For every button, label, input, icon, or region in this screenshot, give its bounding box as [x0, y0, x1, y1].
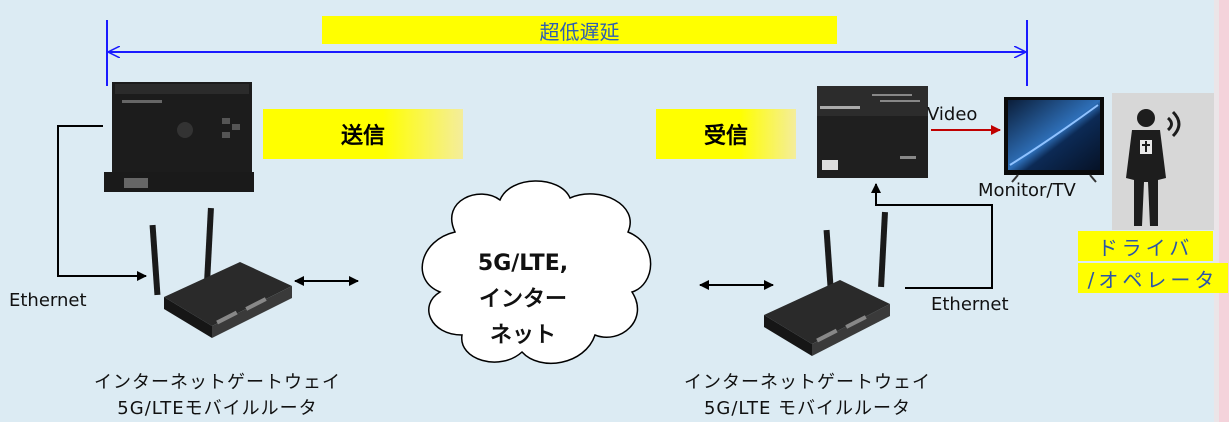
receiver-label: 受信: [703, 124, 748, 149]
ethernet-label-left: Ethernet: [9, 290, 87, 311]
operator-label-line2: /オペレータ: [1078, 263, 1228, 293]
latency-span-arrow: [106, 20, 1028, 86]
sender-encoder-device: [104, 82, 254, 192]
latency-banner-label: 超低遅延: [539, 19, 620, 44]
cloud-label-line2: インター: [478, 287, 567, 312]
ethernet-line-right: [871, 183, 993, 289]
sender-label: 送信: [340, 124, 385, 149]
ethernet-label-right: Ethernet: [931, 294, 1009, 315]
internet-cloud-shape: [421, 180, 652, 365]
receiver-decoder-device: [817, 86, 928, 178]
monitor-tv-device: [1004, 97, 1104, 183]
gateway-left-line1: インターネットゲートウェイ: [94, 372, 341, 393]
cloud-label-line1: 5G/LTE,: [477, 251, 569, 276]
right-margin-strip-inner: [1214, 0, 1219, 422]
gateway-left-line2: 5G/LTEモバイルルータ: [117, 398, 318, 419]
video-label: Video: [927, 104, 978, 125]
ethernet-line-left: [57, 125, 147, 281]
receiver-label-box: 受信: [656, 109, 796, 159]
gateway-right-line1: インターネットゲートウェイ: [684, 372, 931, 393]
router-right-device: [764, 211, 890, 356]
monitor-label: Monitor/TV: [978, 180, 1076, 201]
sender-label-box: 送信: [263, 109, 463, 159]
cloud-label: 5G/LTE, インター ネット: [448, 246, 598, 354]
latency-banner: 超低遅延: [322, 16, 837, 44]
gateway-caption-left: インターネットゲートウェイ 5G/LTEモバイルルータ: [40, 370, 395, 422]
gateway-right-line2: 5G/LTE モバイルルータ: [703, 398, 912, 419]
cloud-label-line3: ネット: [489, 323, 556, 348]
router-left-device: [149, 207, 292, 338]
operator-figure: [1112, 93, 1214, 230]
gateway-caption-right: インターネットゲートウェイ 5G/LTE モバイルルータ: [630, 370, 985, 422]
operator-label-line1: ドライバ: [1078, 231, 1213, 261]
